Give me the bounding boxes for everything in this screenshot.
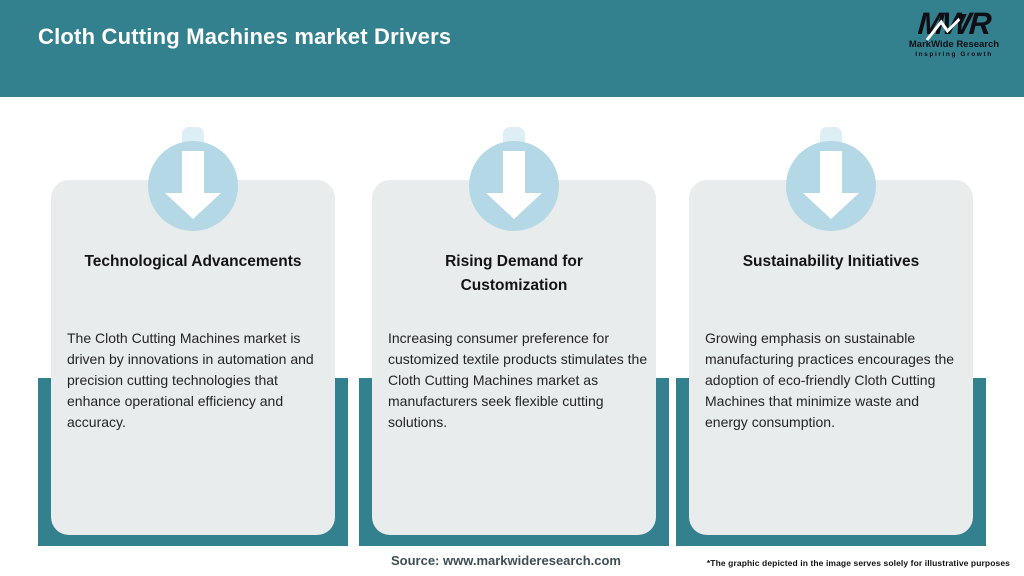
down-arrow-badge [786, 141, 876, 231]
logo-tagline: Inspiring Growth [915, 51, 993, 58]
down-arrow-icon [165, 193, 221, 219]
down-arrow-icon [820, 151, 842, 193]
card-title: Technological Advancements [84, 253, 302, 270]
card-body: The Cloth Cutting Machines market is dri… [67, 330, 314, 430]
disclaimer-text: *The graphic depicted in the image serve… [706, 558, 1010, 568]
down-arrow-icon [486, 193, 542, 219]
driver-card-technological-advancements: Technological Advancements The Cloth Cut… [51, 180, 335, 535]
logo-monogram: MWR [917, 6, 991, 41]
card-title: Rising Demand for Customization [445, 253, 583, 295]
brand-logo: MWR MarkWide Research Inspiring Growth [902, 6, 1006, 59]
page-title: Cloth Cutting Machines market Drivers [38, 24, 452, 49]
down-arrow-badge [469, 141, 559, 231]
logo-name: MarkWide Research [908, 39, 1000, 50]
logo-monogram-text: MWR [917, 6, 991, 41]
down-arrow-icon [182, 151, 204, 193]
card-body: Growing emphasis on sustainable manufact… [705, 330, 955, 430]
driver-card-rising-demand-customization: Rising Demand for Customization Increasi… [372, 180, 656, 535]
card-body: Increasing consumer preference for custo… [388, 330, 648, 430]
down-arrow-icon [503, 151, 525, 193]
card-title: Sustainability Initiatives [742, 253, 920, 270]
header-bar: Cloth Cutting Machines market Drivers MW… [0, 0, 1024, 97]
source-text: Source: www.markwideresearch.com [390, 553, 621, 568]
down-arrow-icon [803, 193, 859, 219]
down-arrow-badge [148, 141, 238, 231]
driver-card-sustainability-initiatives: Sustainability Initiatives Growing empha… [689, 180, 973, 535]
